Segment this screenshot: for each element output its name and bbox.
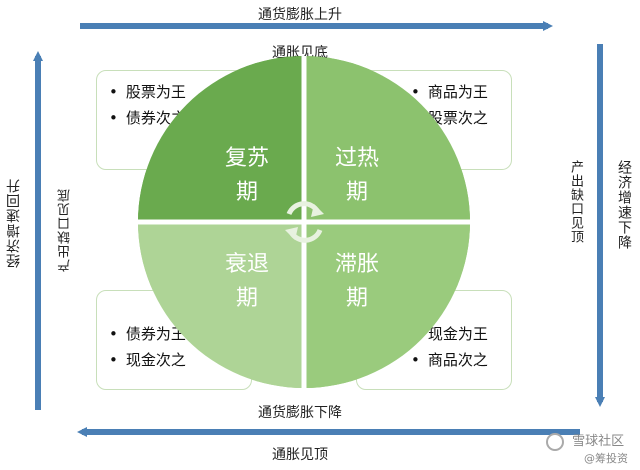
card-item: 股票次之: [411, 105, 488, 131]
quadrant-title: 滞胀: [334, 252, 379, 277]
quadrant-label-recession: 衰退 期: [212, 248, 282, 316]
card-item: 现金为王: [411, 321, 488, 347]
watermark: 雪球社区: [546, 430, 624, 451]
card-item: 股票为王: [109, 79, 186, 105]
quadrant-suffix: 期: [345, 286, 368, 311]
quadrant-title: 复苏: [224, 146, 269, 171]
card-item: 商品次之: [411, 347, 488, 373]
card-item: 现金次之: [109, 347, 186, 373]
watermark-handle: @筹投资: [584, 452, 628, 465]
watermark-line1: 雪球社区: [572, 434, 625, 449]
quadrant-label-overheat: 过热 期: [322, 142, 392, 210]
label-output-gap-peak: 产出缺口见顶: [568, 160, 583, 244]
label-growth-falling: 经济增速下降: [616, 160, 632, 250]
label-inflation-peak: 通胀见顶: [272, 447, 328, 463]
quadrant-label-stagflation: 滞胀 期: [322, 248, 392, 316]
quadrant-label-recovery: 复苏 期: [212, 142, 282, 210]
label-inflation-falling: 通货膨胀下降: [258, 405, 342, 421]
quadrant-title: 衰退: [224, 252, 269, 277]
quadrant-title: 过热: [334, 146, 379, 171]
watermark-logo-icon: [546, 432, 564, 451]
label-inflation-rising: 通货膨胀上升: [258, 7, 342, 23]
card-item: 债券次之: [109, 105, 186, 131]
quadrant-suffix: 期: [235, 286, 258, 311]
card-item: 债券为王: [109, 321, 186, 347]
quadrant-suffix: 期: [235, 180, 258, 205]
card-item: 商品为王: [411, 79, 488, 105]
quadrant-suffix: 期: [345, 180, 368, 205]
